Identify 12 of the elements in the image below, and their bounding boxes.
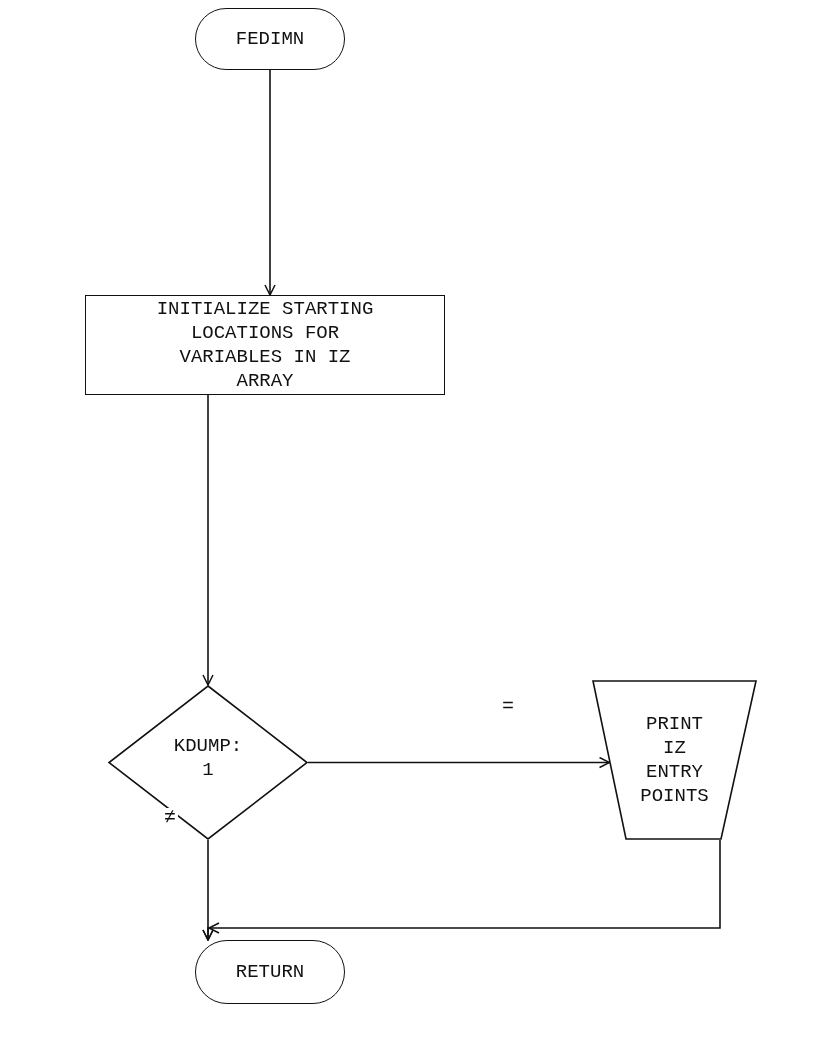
arrow xyxy=(202,394,214,686)
arrow xyxy=(202,839,721,941)
terminator-label: RETURN xyxy=(235,960,305,984)
arrow xyxy=(264,69,276,296)
decision-diamond xyxy=(108,685,308,840)
process-box xyxy=(85,295,445,395)
arrow xyxy=(307,756,611,769)
terminator-label: FEDIMN xyxy=(235,27,305,51)
decision-text: KDUMP: 1 xyxy=(172,733,244,782)
output-text: PRINT IZ ENTRY POINTS xyxy=(639,712,710,808)
process-text: INITIALIZE STARTING LOCATIONS FOR VARIABLES IN IZ ARRAY xyxy=(155,297,375,393)
print-trapezoid xyxy=(592,680,757,840)
